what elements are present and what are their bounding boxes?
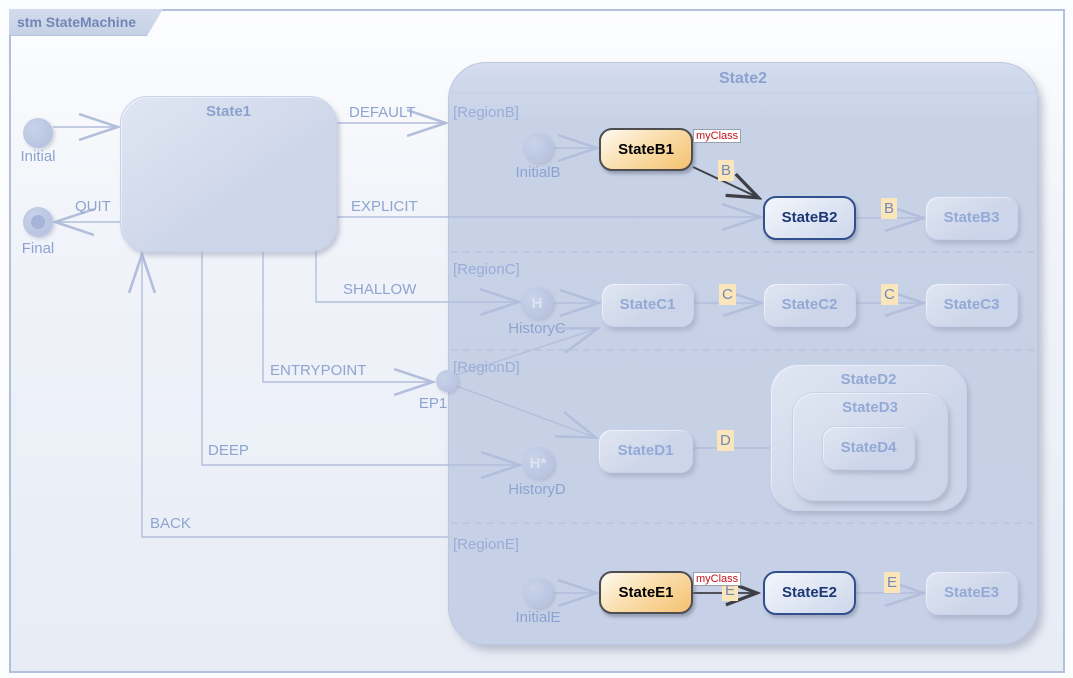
trigger-b-row[interactable]: B: [881, 198, 898, 219]
state-stateB3[interactable]: StateB3: [925, 196, 1018, 240]
transition-entrypoint-label[interactable]: ENTRYPOINT: [270, 362, 367, 379]
transition-quit-label[interactable]: QUIT: [75, 198, 111, 215]
transition-back-label[interactable]: BACK: [150, 515, 191, 532]
historyc-label: HistoryC: [508, 320, 566, 337]
state-stateD1[interactable]: StateD1: [598, 429, 693, 473]
trigger-e-row[interactable]: E: [884, 572, 901, 593]
region-label-d: [RegionD]: [453, 359, 520, 376]
final-label: Final: [21, 240, 55, 257]
historyd-glyph: H*: [529, 454, 547, 472]
initiale-label: InitialE: [515, 609, 561, 626]
state2-title: State2: [718, 70, 768, 87]
historyc-glyph: H: [531, 294, 543, 312]
transition-deep-label[interactable]: DEEP: [208, 442, 249, 459]
state-stateE1[interactable]: StateE1: [599, 571, 693, 614]
region-label-c: [RegionC]: [453, 261, 520, 278]
region-label-b: [RegionB]: [453, 104, 519, 121]
ep1-node[interactable]: [436, 370, 458, 392]
initialb-node[interactable]: [523, 133, 553, 163]
state-stateC1[interactable]: StateC1: [601, 283, 694, 327]
trigger-b-diagonal[interactable]: B: [718, 160, 735, 181]
ep1-label: EP1: [418, 395, 448, 412]
trigger-c-2[interactable]: C: [881, 284, 898, 305]
final-node[interactable]: [23, 207, 53, 237]
initiale-node[interactable]: [523, 578, 553, 608]
initialb-label: InitialB: [515, 164, 561, 181]
historyd-node[interactable]: H*: [522, 447, 554, 479]
stereotype-myclass-b[interactable]: myClass: [693, 129, 742, 143]
trigger-c-1[interactable]: C: [719, 284, 736, 305]
final-node-dot: [31, 215, 45, 229]
state-stateE2[interactable]: StateE2: [763, 571, 856, 615]
frame-tab: stm StateMachine: [9, 9, 163, 36]
stated3-title: StateD3: [842, 399, 898, 416]
transition-default-label[interactable]: DEFAULT: [349, 104, 416, 121]
trigger-d[interactable]: D: [717, 430, 734, 451]
state-stateC3[interactable]: StateC3: [925, 283, 1018, 327]
stated2-title: StateD2: [840, 371, 897, 388]
historyd-label: HistoryD: [508, 481, 566, 498]
state-stateD4[interactable]: StateD4: [822, 426, 915, 470]
stereotype-myclass-e[interactable]: myClass: [693, 572, 742, 586]
state-stateB1[interactable]: StateB1: [599, 128, 693, 171]
state1-title: State1: [205, 103, 252, 120]
state-stateB2[interactable]: StateB2: [763, 196, 856, 240]
region-label-e: [RegionE]: [453, 536, 519, 553]
transition-explicit-label[interactable]: EXPLICIT: [351, 198, 418, 215]
state-state1[interactable]: State1: [120, 96, 337, 252]
state-stateC2[interactable]: StateC2: [763, 283, 856, 327]
state-stateE3[interactable]: StateE3: [925, 571, 1018, 615]
initial-node[interactable]: [23, 118, 53, 148]
transition-shallow-label[interactable]: SHALLOW: [343, 281, 417, 298]
initial-label: Initial: [20, 148, 56, 165]
historyc-node[interactable]: H: [521, 287, 553, 319]
